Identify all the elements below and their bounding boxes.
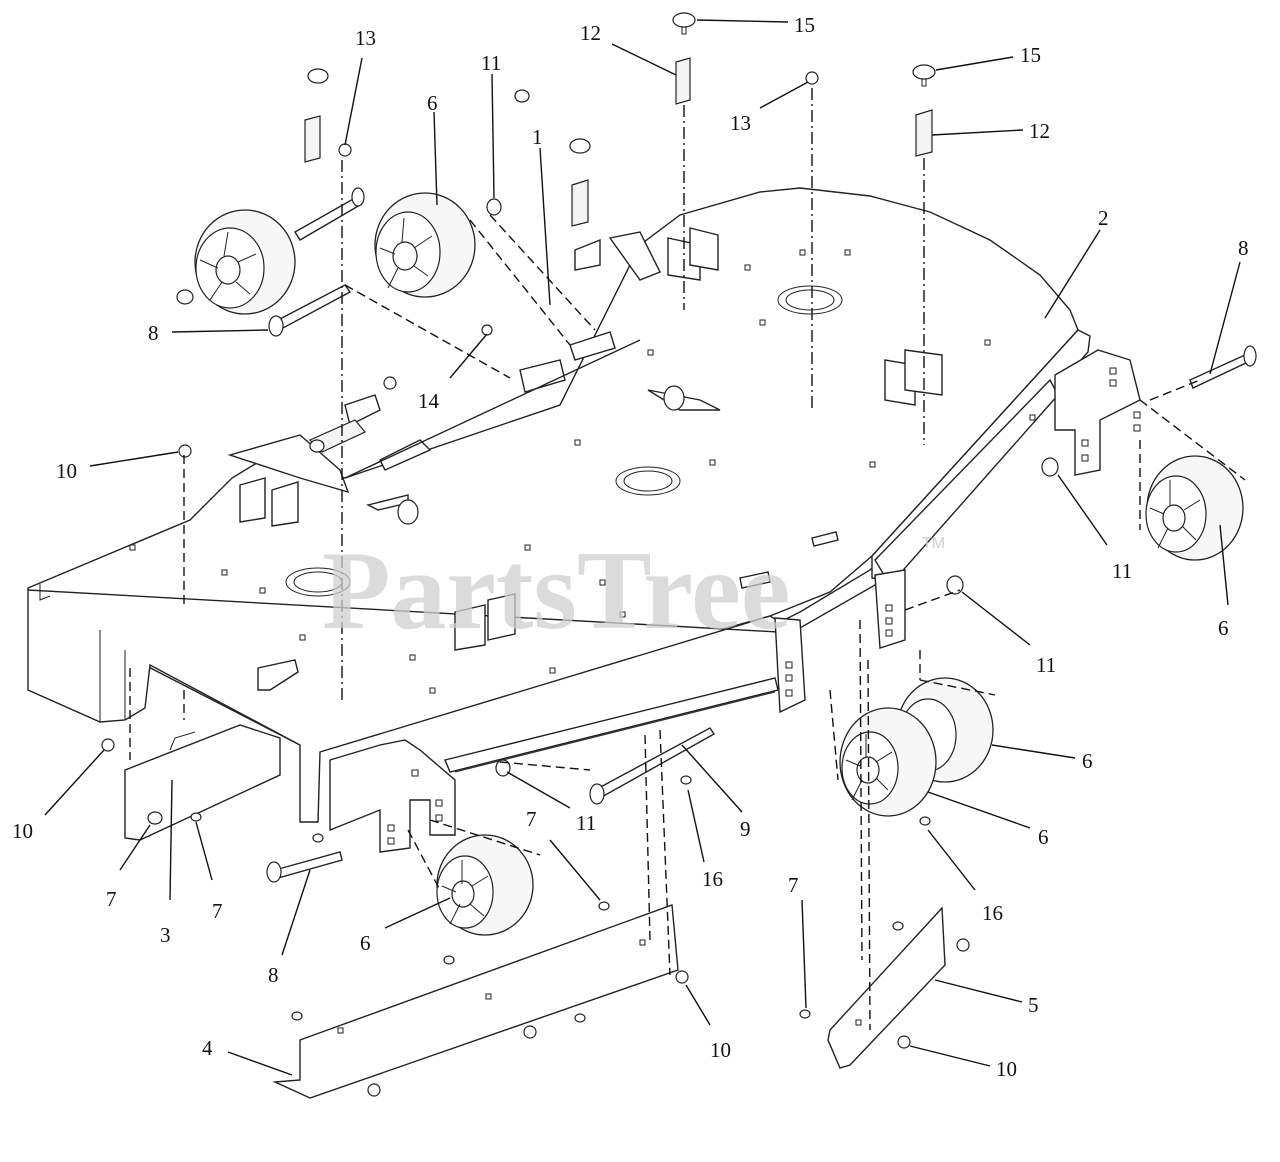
callout-c34: 10 (685, 984, 731, 1062)
callout-c20: 10 (12, 749, 105, 843)
callout-label: 1 (532, 125, 543, 149)
callout-c6: 15 (696, 13, 815, 37)
idler-arm-assemblies (227, 231, 721, 525)
callout-c32: 5 (934, 979, 1039, 1017)
baffle-part5 (827, 906, 946, 1069)
callout-label: 3 (160, 923, 171, 947)
callout-c8: 15 (935, 43, 1041, 71)
callout-c24: 16 (687, 789, 723, 891)
callout-c30: 6 (360, 897, 451, 955)
callout-label: 8 (268, 963, 279, 987)
callout-label: 11 (576, 811, 596, 835)
callout-label: 6 (360, 931, 371, 955)
callout-label: 4 (202, 1036, 213, 1060)
callout-label: 7 (526, 807, 537, 831)
callout-c26: 7 (106, 824, 151, 911)
callout-c33: 4 (202, 1036, 293, 1076)
callout-c27: 3 (160, 779, 173, 947)
callout-c2: 6 (427, 91, 438, 206)
callout-label: 8 (148, 321, 159, 345)
callout-label: 8 (1238, 236, 1249, 260)
callout-c15: 11 (1057, 474, 1132, 583)
right-roller-bracket (874, 349, 1141, 649)
callout-c29: 7 (788, 873, 807, 1009)
callout-label: 15 (794, 13, 815, 37)
callout-label: 12 (580, 21, 601, 45)
watermark: PartsTree TM (322, 529, 945, 653)
callout-label: 6 (1082, 749, 1093, 773)
callout-c12: 8 (148, 321, 269, 345)
callout-c28: 7 (195, 821, 223, 923)
callout-c9: 12 (931, 119, 1050, 143)
callout-label: 16 (982, 901, 1003, 925)
callout-c5: 12 (580, 21, 677, 76)
callout-label: 14 (418, 389, 440, 413)
callout-c22: 7 (526, 807, 601, 901)
watermark-trademark: TM (922, 535, 945, 552)
hardware (101, 12, 1257, 1097)
callout-c31: 8 (268, 869, 311, 987)
callout-c3: 11 (481, 51, 501, 199)
callout-label: 10 (56, 459, 77, 483)
callout-c35: 10 (909, 1045, 1017, 1081)
callout-c10: 2 (1044, 206, 1109, 319)
callout-label: 7 (788, 873, 799, 897)
callout-label: 7 (106, 887, 117, 911)
front-roller-bracket-left (329, 739, 456, 853)
callout-label: 7 (212, 899, 223, 923)
callout-label: 15 (1020, 43, 1041, 67)
wheel-right (1145, 455, 1244, 561)
front-roller-bracket-center (774, 617, 806, 714)
callout-label: 9 (740, 817, 751, 841)
callout-c25: 16 (927, 829, 1003, 925)
anti-scalp-wheels (194, 192, 1244, 936)
baffle-part4 (272, 904, 679, 1099)
skirt-shield-part3 (124, 724, 281, 841)
callout-label: 13 (730, 111, 751, 135)
callout-label: 2 (1098, 206, 1109, 230)
callout-label: 11 (1036, 653, 1056, 677)
callout-label: 6 (427, 91, 438, 115)
callout-c13: 14 (418, 333, 488, 413)
callout-c18: 6 (991, 744, 1093, 773)
callout-label: 6 (1218, 616, 1229, 640)
callout-label: 13 (355, 26, 376, 50)
callout-c23: 9 (681, 744, 751, 841)
callout-label: 16 (702, 867, 723, 891)
callouts: 13 6 11 1 12 15 13 15 12 2 8 8 14 10 11 … (12, 13, 1249, 1081)
callout-label: 10 (996, 1057, 1017, 1081)
assembly-lines (129, 88, 1246, 1031)
callout-c21: 11 (506, 771, 596, 835)
callout-c4: 1 (532, 125, 551, 306)
callout-label: 11 (481, 51, 501, 75)
wheel-upper-center (374, 192, 476, 298)
callout-label: 10 (710, 1038, 731, 1062)
callout-c7: 13 (730, 81, 809, 135)
wheel-lower-left (436, 834, 534, 936)
callout-label: 10 (12, 819, 33, 843)
callout-label: 5 (1028, 993, 1039, 1017)
deck-openings (129, 249, 1036, 694)
callout-c16: 6 (1218, 524, 1229, 640)
wheel-upper-left (194, 209, 296, 315)
callout-c17: 11 (961, 591, 1056, 677)
callout-label: 6 (1038, 825, 1049, 849)
watermark-text: PartsTree (322, 529, 791, 653)
callout-c1: 13 (344, 26, 376, 146)
callout-label: 11 (1112, 559, 1132, 583)
wheel-front-front (839, 707, 937, 817)
callout-c11: 8 (1209, 236, 1249, 375)
callout-c19: 6 (927, 791, 1049, 849)
callout-c14: 10 (56, 451, 179, 483)
callout-label: 12 (1029, 119, 1050, 143)
